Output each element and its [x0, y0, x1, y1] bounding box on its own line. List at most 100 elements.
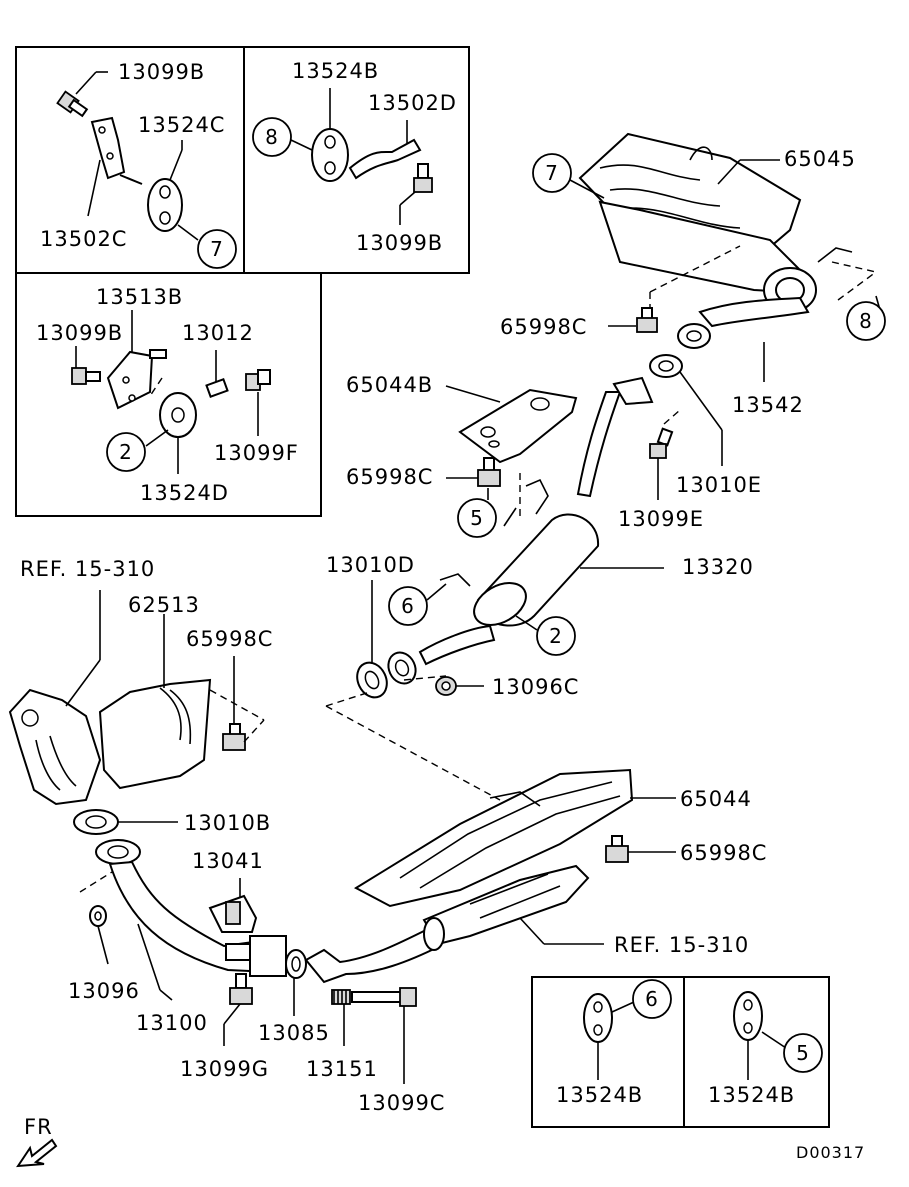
hanger-13524c [147, 178, 183, 232]
bracket-13513b [106, 349, 167, 410]
collar-13012 [205, 378, 229, 398]
callout-7-inset1 [197, 229, 237, 269]
bolt-65998c-mid [477, 457, 501, 487]
bolt-13099e [649, 427, 674, 459]
label-ref-15-310-left: REF. 15-310 [20, 557, 155, 581]
label-13524b-inset5: 13524B [708, 1083, 795, 1107]
callout-2-main-label: 2 [549, 624, 563, 648]
front-pipe-13100 [95, 839, 287, 977]
label-13513b: 13513B [96, 285, 183, 309]
bolt-13099b-inset2 [413, 163, 433, 193]
label-65045: 65045 [784, 147, 856, 171]
bracket-13502c [90, 116, 143, 185]
callout-7-main [532, 153, 572, 193]
label-13041: 13041 [192, 849, 264, 873]
label-13010b: 13010B [184, 811, 271, 835]
label-13085: 13085 [258, 1021, 330, 1045]
tail-pipe-13542 [677, 296, 810, 349]
center-catalytic-pipe [304, 864, 590, 984]
callout-8-main-label: 8 [859, 309, 873, 333]
inset-box-5: 5 13524B [683, 976, 830, 1128]
nut-13096 [89, 905, 107, 927]
fr-label: FR [24, 1115, 53, 1139]
label-13099b-inset3: 13099B [36, 321, 123, 345]
label-65998c-left: 65998C [186, 627, 273, 651]
heat-protector-65044 [353, 768, 634, 908]
label-13099b-inset2: 13099B [356, 231, 443, 255]
label-13099f: 13099F [214, 441, 299, 465]
bolt-65998c-left [222, 723, 246, 751]
diagram-code: D00317 [796, 1143, 865, 1162]
callout-6-main-label: 6 [401, 594, 415, 618]
callout-6-inset4-label: 6 [645, 987, 659, 1011]
front-direction-arrow-icon [16, 1138, 58, 1168]
nut-13096c [435, 676, 457, 696]
callout-6-main [388, 586, 428, 626]
gasket-13085 [285, 949, 307, 979]
label-13099c: 13099C [358, 1091, 445, 1115]
label-65998c-low: 65998C [680, 841, 767, 865]
callout-7-main-label: 7 [545, 161, 559, 185]
callout-6-inset4 [632, 979, 672, 1019]
label-13010e: 13010E [676, 473, 762, 497]
spring-13151 [331, 989, 351, 1005]
label-13524d: 13524D [140, 481, 229, 505]
label-13099e: 13099E [618, 507, 704, 531]
label-13010d: 13010D [326, 553, 415, 577]
label-65998c-mid: 65998C [346, 465, 433, 489]
callout-8-inset2 [252, 117, 292, 157]
label-13502c: 13502C [40, 227, 127, 251]
bolt-65998c-low [605, 835, 629, 863]
bolt-65998c-top [636, 307, 658, 333]
inset-box-1: 7 13099B 13524C 13502C [15, 46, 245, 274]
label-13012: 13012 [182, 321, 254, 345]
bolt-13099b-inset1 [56, 90, 89, 118]
inset-box-3: 2 13513B 13099B 13012 13099F 13524D [15, 272, 322, 517]
label-13502d: 13502D [368, 91, 457, 115]
callout-8-inset2-label: 8 [265, 125, 279, 149]
gasket-13010b [73, 809, 119, 835]
callout-8-main [846, 301, 886, 341]
label-65998c-top: 65998C [500, 315, 587, 339]
hanger-13524d [159, 392, 197, 438]
callout-7-inset1-label: 7 [210, 237, 224, 261]
bolt-13099c [351, 987, 417, 1007]
front-catalytic-converter [8, 688, 102, 806]
hanger-13524b-inset4 [583, 993, 613, 1043]
label-13096c: 13096C [492, 675, 579, 699]
inset-box-4: 6 13524B [531, 976, 685, 1128]
label-13524b-inset2: 13524B [292, 59, 379, 83]
callout-5-inset5-label: 5 [796, 1041, 810, 1065]
label-13524c: 13524C [138, 113, 225, 137]
callout-5-main [457, 498, 497, 538]
bolt-13099b-inset3 [71, 367, 101, 385]
callout-2-main [536, 616, 576, 656]
bolt-13099g [229, 973, 253, 1005]
hanger-13524b-inset2 [311, 128, 349, 182]
callout-5-main-label: 5 [470, 506, 484, 530]
heat-protector-65044b [458, 388, 578, 464]
bracket-13041 [208, 894, 258, 933]
callout-2-inset3 [106, 432, 146, 472]
center-pipe-13320 [418, 376, 654, 666]
label-13320: 13320 [682, 555, 754, 579]
label-13542: 13542 [732, 393, 804, 417]
label-13099b-inset1: 13099B [118, 60, 205, 84]
label-ref-15-310-right: REF. 15-310 [614, 933, 749, 957]
inset-box-2: 8 13524B 13502D 13099B [243, 46, 470, 274]
callout-2-inset3-label: 2 [119, 440, 133, 464]
label-65044b: 65044B [346, 373, 433, 397]
hanger-13524b-inset5 [733, 991, 763, 1041]
label-13151: 13151 [306, 1057, 378, 1081]
label-13096: 13096 [68, 979, 140, 1003]
label-65044: 65044 [680, 787, 752, 811]
bolt-13099f [245, 369, 271, 391]
gasket-13010d [356, 651, 417, 699]
label-62513: 62513 [128, 593, 200, 617]
label-13100: 13100 [136, 1011, 208, 1035]
label-13099g: 13099G [180, 1057, 269, 1081]
label-13524b-inset4: 13524B [556, 1083, 643, 1107]
heat-protector-62513 [98, 678, 212, 790]
gasket-13010e [649, 354, 683, 378]
